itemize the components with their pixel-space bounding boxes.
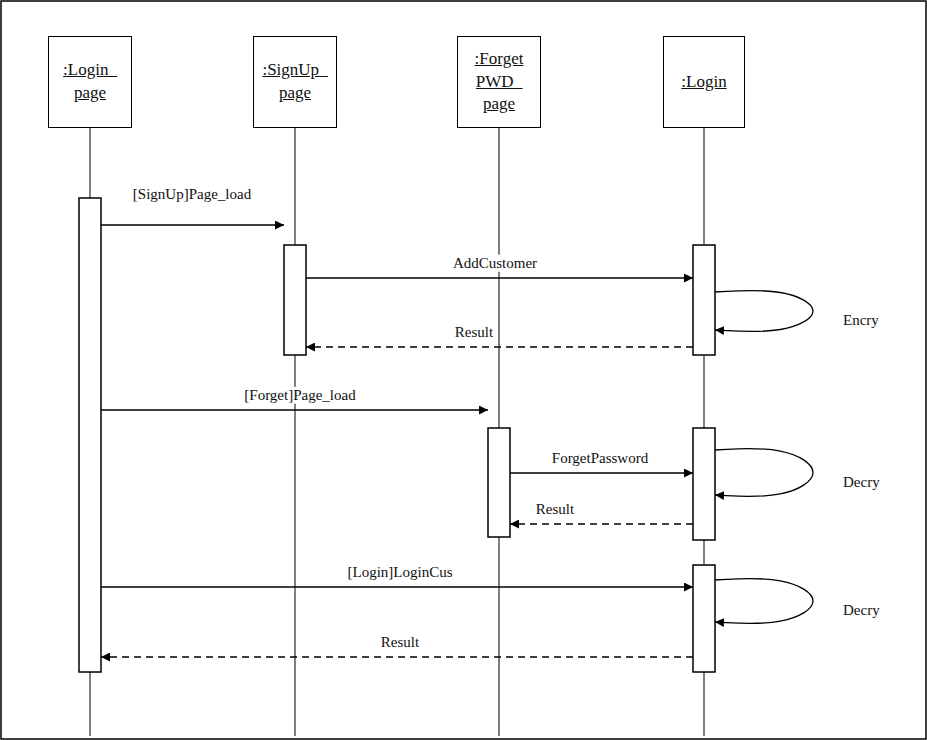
message-label: Decry (841, 474, 882, 491)
object-name: :Login (681, 71, 726, 94)
return-message (101, 656, 693, 657)
message-arrow (101, 409, 488, 410)
lifeline-box: :Forget PWD_ page (457, 36, 541, 128)
message-label: ForgetPassword (550, 450, 650, 467)
message-label: [Login]LoginCus (346, 564, 455, 581)
message-label: Decry (841, 602, 882, 619)
message-arrow (510, 472, 693, 473)
return-message (306, 346, 693, 347)
activation-bar (79, 198, 101, 672)
activation-bar (693, 245, 715, 355)
message-arrow (101, 224, 284, 225)
object-name: :Forget PWD_ page (462, 48, 536, 117)
return-message (510, 523, 693, 524)
message-group (101, 225, 813, 657)
object-name: :Login_ page (53, 59, 127, 105)
self-message (715, 449, 813, 497)
lifeline-group (90, 128, 704, 736)
self-message (715, 290, 813, 331)
message-label: Result (379, 634, 421, 651)
activation-bar (693, 428, 715, 540)
lifeline-box: :Login_ page (48, 36, 132, 128)
lifeline (295, 128, 296, 736)
message-arrow (306, 277, 693, 278)
message-arrow (101, 586, 693, 587)
activation-bar (284, 245, 306, 355)
message-label: Result (453, 324, 495, 341)
activation-bar (693, 565, 715, 672)
message-label: Result (534, 501, 576, 518)
lifeline-box: :Login (663, 36, 745, 128)
activation-bar (488, 428, 510, 537)
self-message (715, 579, 813, 624)
object-name: :SignUp_ page (258, 59, 332, 105)
message-label: [SignUp]Page_load (131, 186, 253, 203)
activation-group (79, 198, 715, 672)
message-label: AddCustomer (451, 255, 539, 272)
message-label: [Forget]Page_load (242, 387, 357, 404)
message-label: Encry (841, 312, 881, 329)
lifeline-box: :SignUp_ page (253, 36, 337, 128)
